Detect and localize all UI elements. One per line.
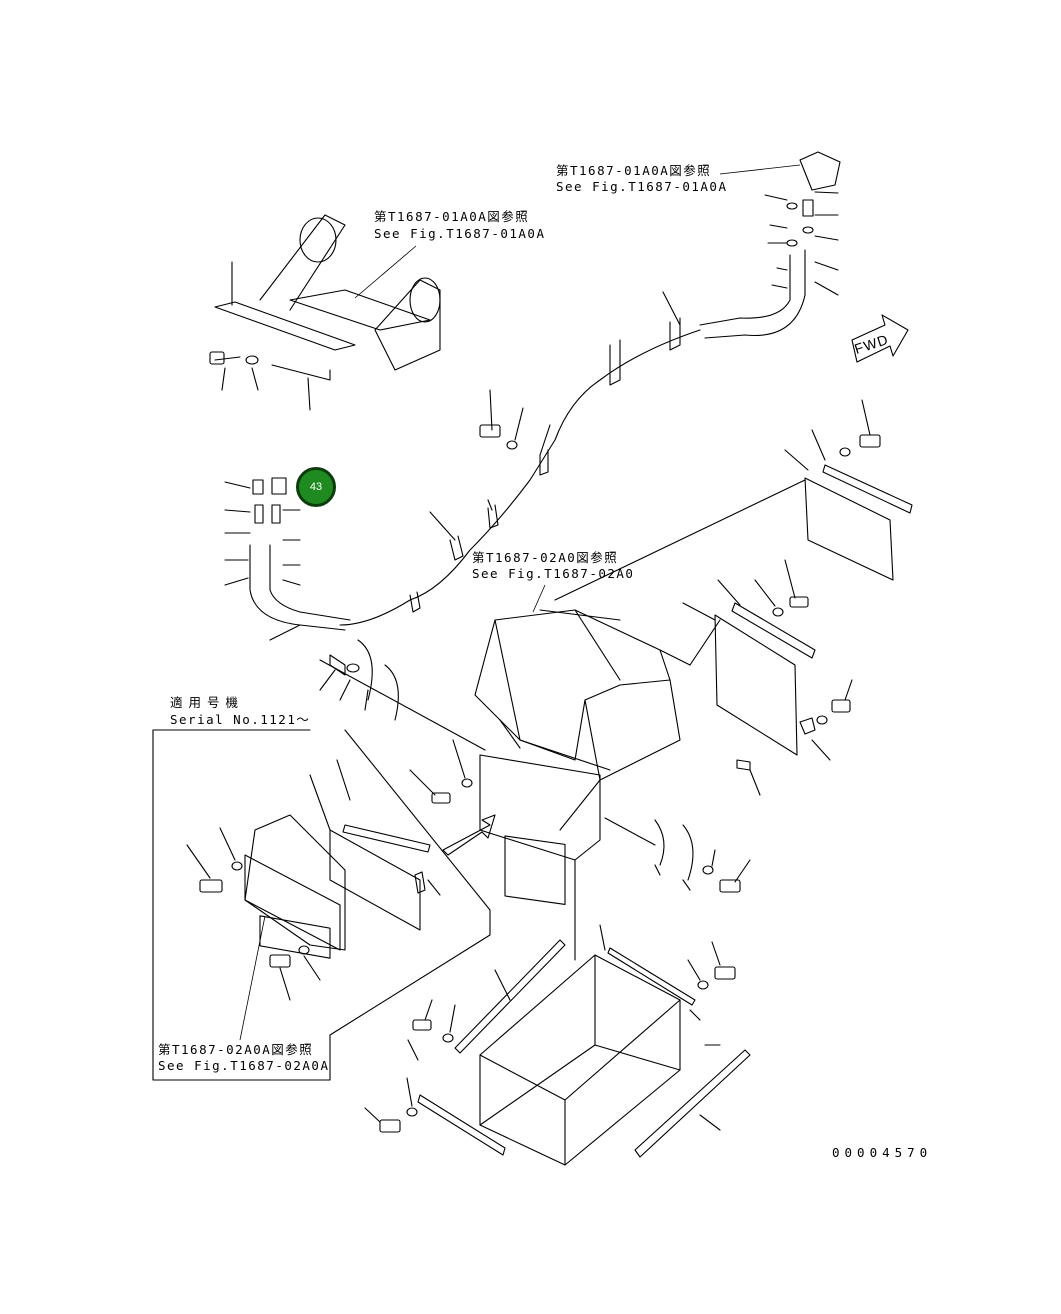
mid-fasteners bbox=[409, 719, 751, 961]
part-callout-badge[interactable]: 43 bbox=[296, 467, 336, 507]
upper-hose-assembly bbox=[699, 151, 841, 339]
bottom-ref-jp: 第T1687-02A0A図参照 bbox=[158, 1042, 314, 1057]
serial-box-parts bbox=[186, 759, 441, 1001]
top-right-ref-en: See Fig.T1687-01A0A bbox=[556, 179, 728, 194]
callout-number: 43 bbox=[309, 481, 323, 493]
lower-hose-assembly bbox=[224, 477, 351, 641]
top-left-ref-en: See Fig.T1687-01A0A bbox=[374, 226, 546, 241]
upper-bracket-assembly bbox=[209, 214, 441, 411]
serial-label-jp: 適用号機 bbox=[170, 695, 245, 710]
cable-run bbox=[339, 291, 701, 626]
top-left-ref-jp: 第T1687-01A0A図参照 bbox=[374, 209, 530, 224]
drawing-number: 00004570 bbox=[832, 1145, 933, 1160]
mid-ref-jp: 第T1687-02A0図参照 bbox=[472, 550, 619, 565]
serial-range-box bbox=[152, 729, 491, 1081]
main-frame bbox=[319, 479, 806, 905]
top-right-ref-jp: 第T1687-01A0A図参照 bbox=[556, 163, 712, 178]
reference-leaders bbox=[239, 164, 801, 1041]
right-panels bbox=[682, 399, 913, 796]
mid-ref-en: See Fig.T1687-02A0 bbox=[472, 566, 635, 581]
bottom-tray bbox=[364, 924, 751, 1166]
serial-label-en: Serial No.1121～ bbox=[170, 712, 311, 727]
fwd-arrow-shape bbox=[851, 314, 909, 363]
bottom-ref-en: See Fig.T1687-02A0A bbox=[158, 1058, 330, 1073]
